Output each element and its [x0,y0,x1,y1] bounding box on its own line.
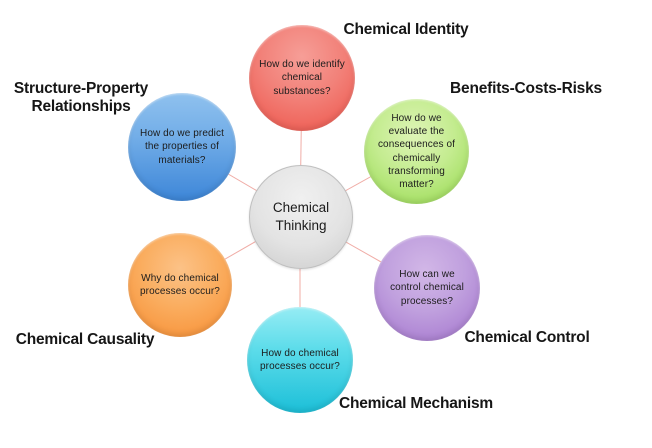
node-chemical-control-question: How can we control chemical processes? [390,269,464,307]
center-node-label: Chemical Thinking [272,199,330,233]
node-structure-property-circle: How do we predict the properties of mate… [128,93,236,201]
node-structure-property-label: Structure-Property Relationships [13,80,149,116]
node-chemical-causality-label: Chemical Causality [15,331,155,348]
node-chemical-control-label: Chemical Control [464,329,590,346]
node-chemical-mechanism-circle: How do chemical processes occur? [247,307,353,413]
node-chemical-identity-label: Chemical Identity [343,21,469,38]
node-chemical-identity-circle: How do we identify chemical substances? [249,25,355,131]
node-benefits-costs-risks-label: Benefits-Costs-Risks [450,80,602,97]
node-benefits-costs-risks-circle: How do we evaluate the consequences of c… [364,99,469,204]
node-structure-property-question: How do we predict the properties of mate… [140,128,224,166]
center-node-chemical-thinking: Chemical Thinking [249,165,353,269]
node-chemical-mechanism-label: Chemical Mechanism [338,395,494,412]
node-chemical-control-circle: How can we control chemical processes? [374,235,480,341]
node-chemical-causality-circle: Why do chemical processes occur? [128,233,232,337]
node-chemical-identity-question: How do we identify chemical substances? [259,59,345,97]
node-chemical-causality-question: Why do chemical processes occur? [140,272,220,297]
node-chemical-mechanism-question: How do chemical processes occur? [260,347,340,372]
node-benefits-costs-risks-question: How do we evaluate the consequences of c… [377,112,456,190]
